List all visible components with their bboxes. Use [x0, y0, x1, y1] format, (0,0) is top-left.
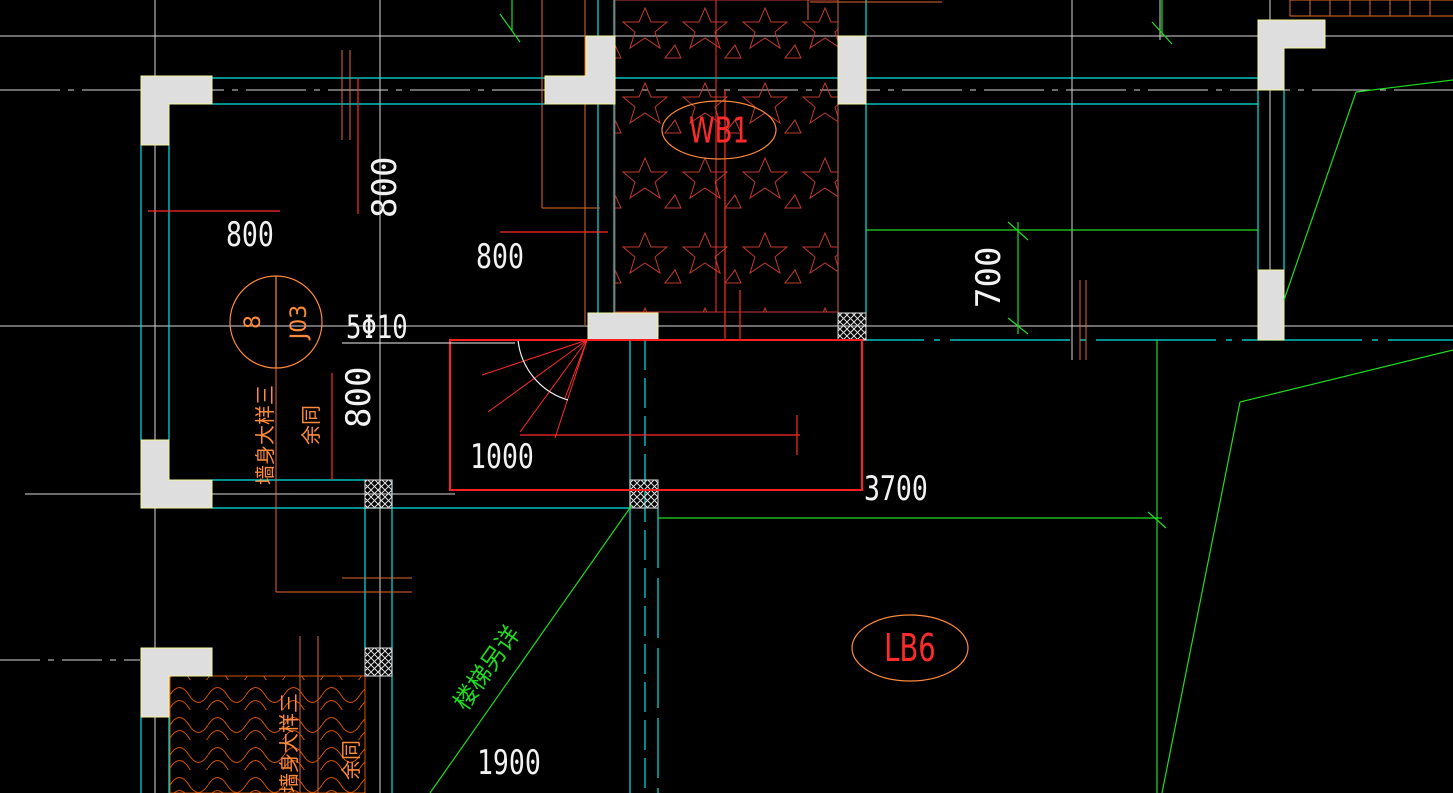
- detail-lines: [275, 0, 1453, 793]
- detail-callout[interactable]: 8 J03: [229, 275, 323, 369]
- column-top-mid[interactable]: [544, 35, 616, 105]
- column-top-right[interactable]: [837, 35, 867, 105]
- detail-callout-number: 8: [241, 315, 266, 329]
- dim-3700[interactable]: 3700: [864, 470, 928, 509]
- tag-wb1[interactable]: WB1: [661, 100, 777, 160]
- hatched-col-3[interactable]: [629, 479, 659, 509]
- hatched-columns: [364, 312, 867, 677]
- dim-800-v1[interactable]: 800: [365, 157, 405, 218]
- column-right-mid[interactable]: [1257, 269, 1285, 341]
- green-lines: [429, 0, 1453, 793]
- hatched-col-1[interactable]: [837, 312, 867, 341]
- column-far-right[interactable]: [1257, 19, 1326, 91]
- hatched-col-2[interactable]: [364, 479, 393, 509]
- dim-800-a[interactable]: 800: [226, 216, 274, 255]
- svg-text:LB6: LB6: [884, 625, 935, 670]
- wall-note-b[interactable]: 余同: [299, 405, 323, 445]
- dim-800-b[interactable]: 800: [476, 238, 524, 277]
- rebar-label[interactable]: 5Φ10: [346, 308, 408, 346]
- svg-text:WB1: WB1: [689, 110, 749, 151]
- wall-note-c[interactable]: 墙身大样三: [277, 693, 301, 793]
- selection-rectangle[interactable]: [449, 339, 863, 491]
- wall-note-a[interactable]: 墙身大样三: [253, 385, 277, 485]
- column-mid-left[interactable]: [140, 439, 213, 509]
- wall-notes: 墙身大样三 余同 墙身大样三 余同: [253, 385, 363, 793]
- dimension-texts: 800 800 800 800 700 1000 3700 1900: [226, 157, 1009, 783]
- column-top-left[interactable]: [140, 75, 213, 146]
- dim-1900[interactable]: 1900: [477, 744, 541, 783]
- stair-fan-lines: [481, 339, 588, 439]
- dim-700[interactable]: 700: [969, 247, 1009, 308]
- dim-1000[interactable]: 1000: [470, 438, 534, 477]
- stair-arc: [517, 339, 569, 401]
- wall-note-d[interactable]: 余同: [339, 740, 363, 780]
- wb1-slab-hatch[interactable]: [614, 0, 839, 313]
- column-bottom-left[interactable]: [140, 647, 213, 718]
- tag-lb6[interactable]: LB6: [851, 614, 969, 682]
- hatched-col-4[interactable]: [364, 647, 393, 677]
- detail-callout-sheet: J03: [287, 305, 312, 341]
- columns: [140, 19, 1326, 718]
- dim-800-v2[interactable]: 800: [339, 367, 379, 428]
- stair-note[interactable]: 楼梯另详: [448, 621, 526, 716]
- wave-hatch-area[interactable]: [169, 675, 366, 793]
- column-center[interactable]: [587, 312, 659, 341]
